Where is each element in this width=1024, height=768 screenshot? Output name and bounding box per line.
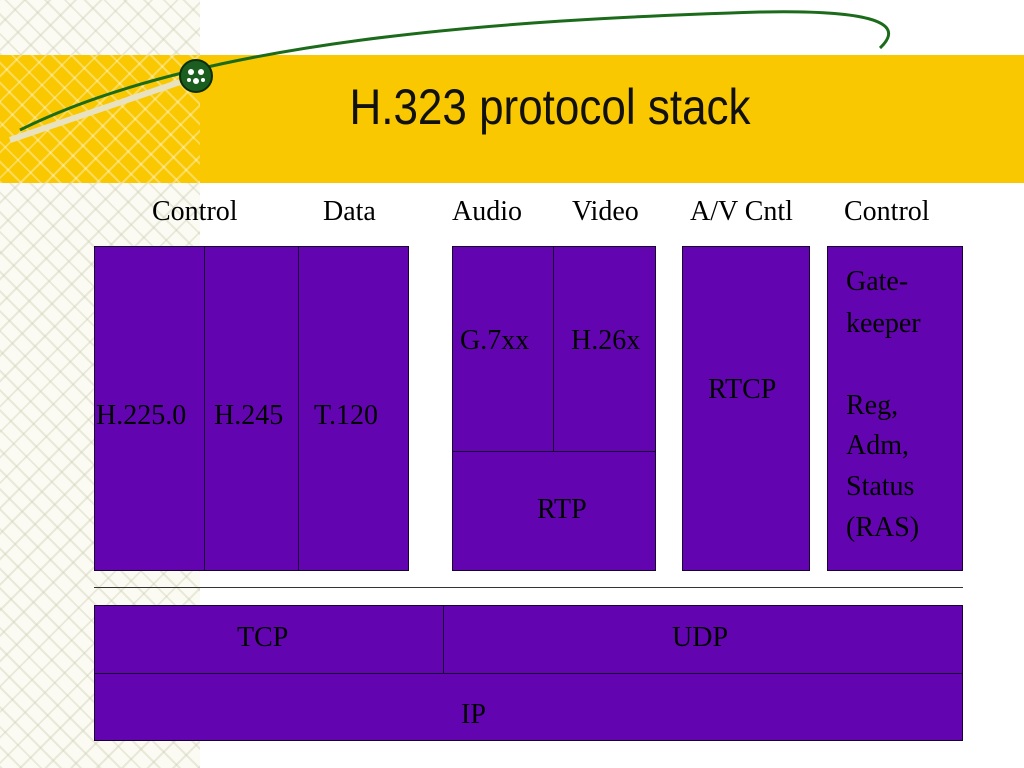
ras-line2: Adm,: [846, 430, 909, 461]
header-av-cntl: A/V Cntl: [690, 196, 793, 227]
ras-line3: Status: [846, 471, 915, 502]
header-data: Data: [323, 196, 376, 227]
g7xx-label: G.7xx: [460, 325, 530, 356]
t120-label: T.120: [314, 400, 379, 431]
divider: [452, 451, 656, 452]
header-video: Video: [572, 196, 639, 227]
ip-label: IP: [461, 699, 486, 730]
divider: [94, 673, 963, 674]
h2250-label: H.225.0: [96, 400, 187, 431]
udp-label: UDP: [672, 622, 729, 653]
signaling-block: [94, 246, 409, 571]
rtp-label: RTP: [537, 494, 587, 525]
h26x-label: H.26x: [571, 325, 641, 356]
gatekeeper-line2: keeper: [846, 308, 921, 339]
ras-line1: Reg,: [846, 390, 899, 421]
rtcp-block: [682, 246, 810, 571]
decorative-swoosh: [9, 10, 891, 143]
header-control-right: Control: [844, 196, 930, 227]
slide-title: H.323 protocol stack: [349, 79, 751, 135]
header-audio: Audio: [452, 196, 522, 227]
ras-block: [827, 246, 963, 571]
separator-line: [94, 587, 963, 588]
divider: [204, 246, 205, 571]
ras-line4: (RAS): [846, 512, 920, 543]
media-block: [452, 246, 656, 571]
divider: [443, 605, 444, 673]
gatekeeper-line1: Gate-: [846, 266, 909, 297]
tcp-label: TCP: [237, 622, 289, 653]
header-control-left: Control: [152, 196, 238, 227]
divider: [298, 246, 299, 571]
divider: [553, 246, 554, 451]
h245-label: H.245: [214, 400, 284, 431]
rtcp-label: RTCP: [708, 374, 777, 405]
